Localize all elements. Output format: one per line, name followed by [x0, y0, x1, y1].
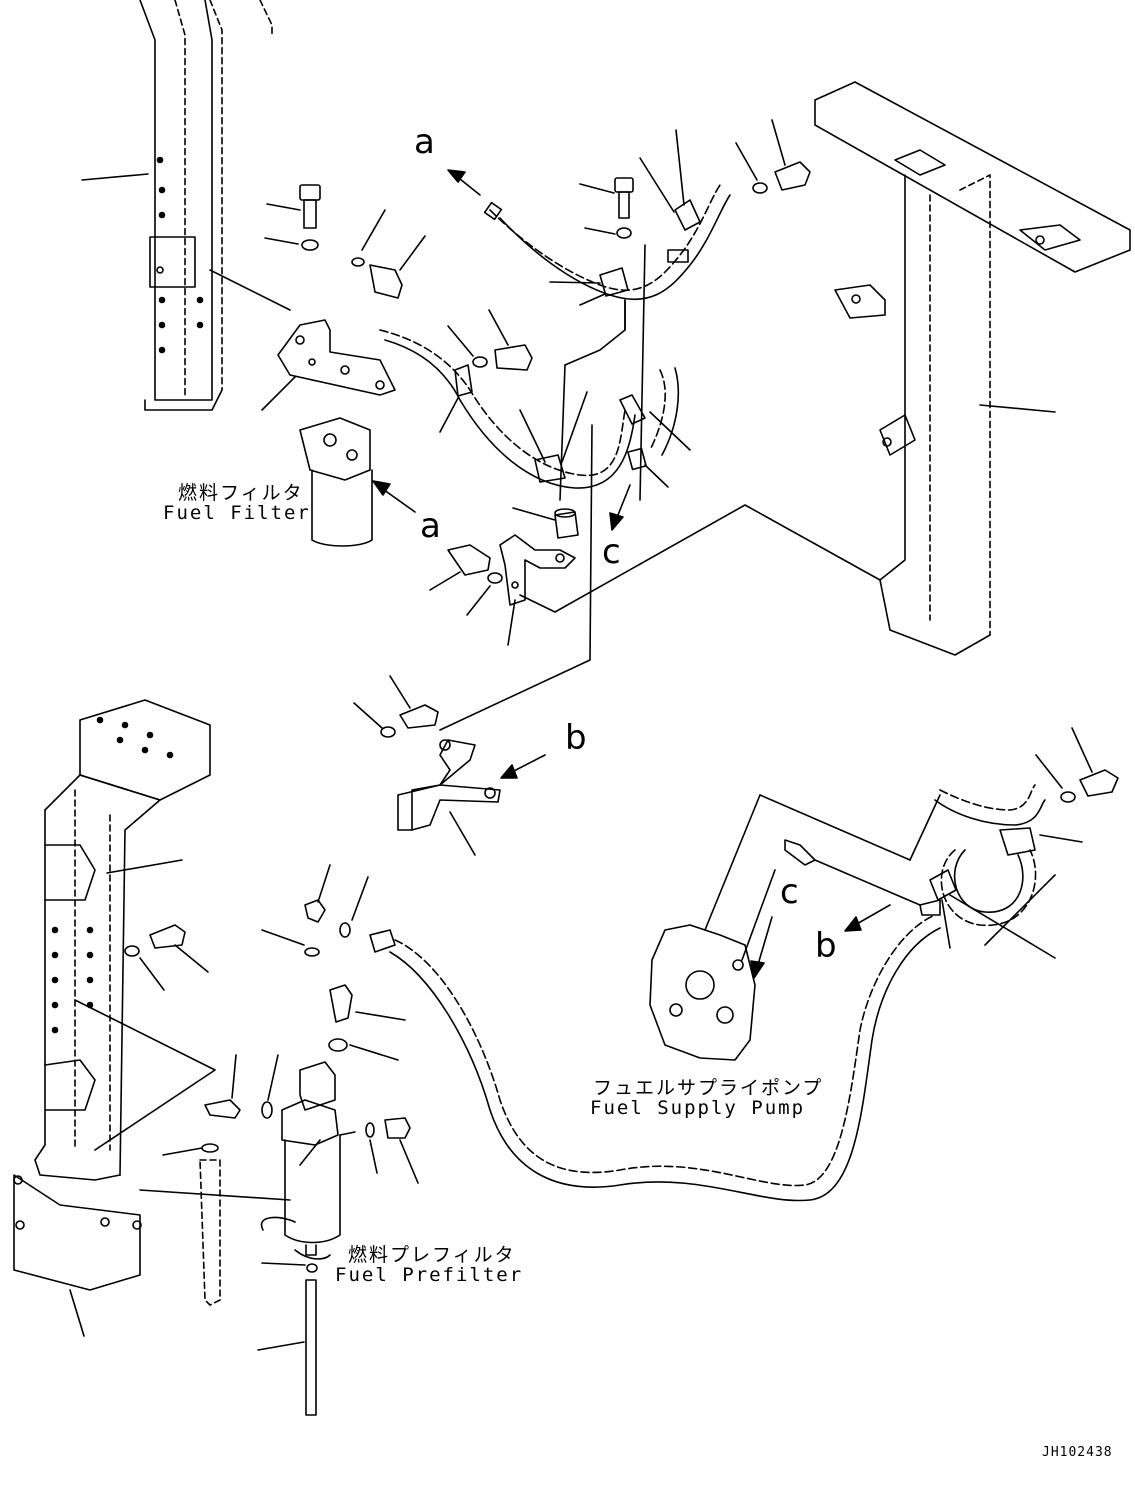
guard-plate — [13, 1174, 142, 1337]
lower-middle-bracket — [429, 534, 576, 646]
fuel-filter-label-jp: 燃料フィルタ — [178, 482, 304, 504]
view-c-top-arrow — [609, 484, 631, 531]
pump-pipe-clamps — [919, 727, 1119, 959]
view-marker-b-bracket: b — [565, 718, 587, 758]
spacer-collar — [512, 507, 579, 539]
prefilter-drain — [257, 1262, 318, 1416]
long-fuel-hose — [369, 914, 941, 1202]
view-a-filter-arrow — [372, 480, 416, 513]
view-a-top-arrow — [447, 169, 481, 196]
leader-lines — [439, 244, 881, 731]
middle-fuel-pipe — [379, 329, 636, 489]
view-marker-a-filter: a — [420, 506, 441, 546]
view-b-pump-arrow — [844, 904, 891, 932]
prefilter-plug — [339, 1117, 419, 1184]
fuel-supply-pump-label-jp: フュエルサプライポンプ — [593, 1077, 824, 1099]
bracket-bolt — [351, 209, 426, 299]
fuel-supply-pump — [649, 794, 941, 1061]
fuel-prefilter-label-en: Fuel Prefilter — [335, 1264, 524, 1286]
drawing-code: JH102438 — [1042, 1445, 1113, 1460]
view-c-pump-arrow — [750, 916, 773, 979]
fuel-prefilter-label-jp: 燃料プレフィルタ — [348, 1244, 516, 1266]
fuel-supply-pump-label-en: Fuel Supply Pump — [590, 1097, 806, 1119]
fuel-filter-body — [299, 417, 373, 547]
view-marker-c-top: c — [602, 532, 621, 572]
lower-frame-bolt — [124, 924, 209, 991]
top-bolt-clamp — [549, 177, 634, 331]
middle-bolt — [447, 309, 533, 371]
b-bracket — [353, 675, 501, 856]
view-b-bracket-arrow — [500, 754, 546, 779]
prefilter-elbow — [139, 1054, 291, 1306]
view-marker-c-pump: c — [780, 872, 799, 912]
prefilter-fittings — [261, 864, 406, 1061]
lower-left-frame — [34, 699, 216, 1181]
fuel-filter-label-en: Fuel Filter — [163, 502, 311, 524]
top-fuel-pipe — [483, 184, 731, 301]
prefilter-body — [260, 1061, 341, 1260]
view-marker-a-top: a — [414, 122, 435, 162]
left-upper-frame — [81, 0, 273, 411]
fuel-filter-bolt — [264, 184, 321, 251]
right-upper-frame — [814, 81, 1131, 656]
fuel-filter-bracket — [209, 269, 396, 411]
view-marker-b-pump: b — [815, 926, 837, 966]
upper-right-clamp-bolt — [639, 119, 811, 231]
right-fuel-pipe — [619, 367, 691, 488]
